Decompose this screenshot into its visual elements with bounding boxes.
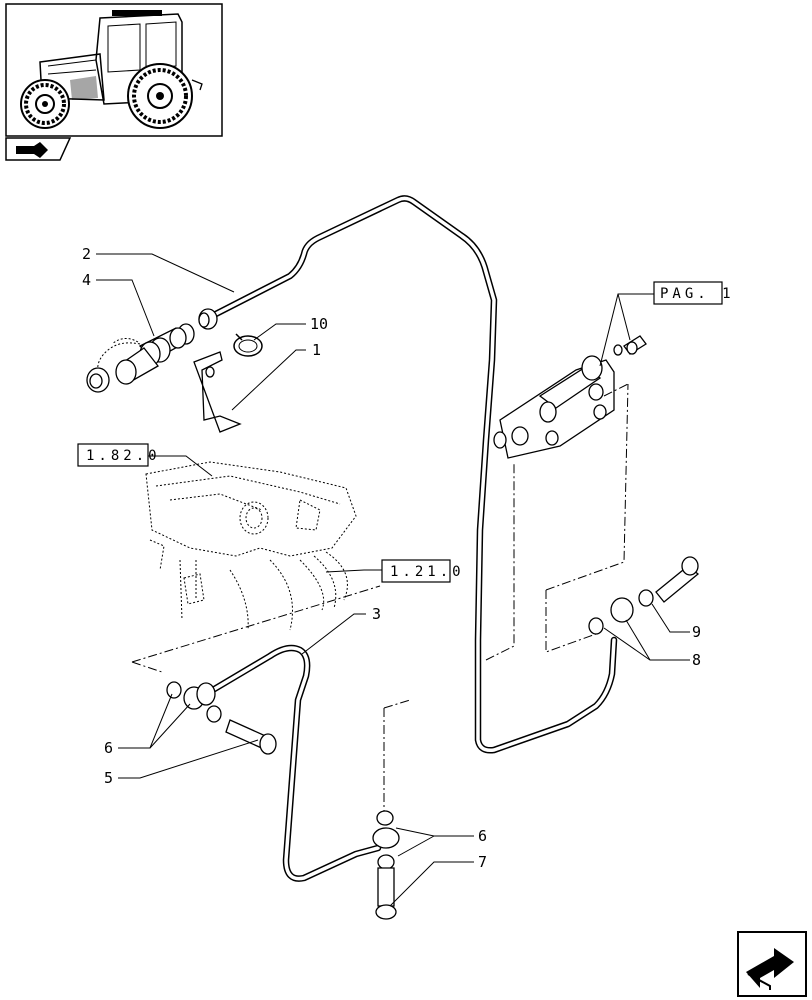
callout-1: 1 [312, 341, 321, 359]
quick-coupling-part [86, 308, 218, 393]
fittings-right [588, 556, 700, 635]
callout-2: 2 [82, 245, 91, 263]
next-page-arrow-icon[interactable] [737, 931, 807, 997]
leader-lines [96, 253, 690, 907]
ref-box-pag[interactable]: PAG. 1 [653, 281, 735, 305]
book-arrow-icon [5, 137, 72, 161]
ref-box-1820[interactable]: 1.82.0 [77, 443, 161, 467]
valve-assembly-part [493, 335, 647, 459]
ref-label-pag: PAG. 1 [660, 286, 735, 302]
pipe-secondary [202, 644, 382, 882]
bracket-part [193, 351, 242, 433]
callout-7: 7 [478, 853, 487, 871]
alignment-lines [131, 383, 629, 812]
callout-9: 9 [692, 623, 701, 641]
callout-numbers: 2 4 10 1 3 6 5 6 7 9 8 [82, 245, 701, 871]
engine-reference-sketch [145, 461, 357, 631]
callout-3: 3 [372, 605, 381, 623]
ref-box-1210[interactable]: 1.21.0 [381, 559, 465, 583]
callout-8: 8 [692, 651, 701, 669]
ref-label-1820: 1.82.0 [86, 448, 161, 464]
callout-10: 10 [310, 315, 328, 333]
callout-4: 4 [82, 271, 91, 289]
callout-5: 5 [104, 769, 113, 787]
tractor-thumbnail-icon [5, 3, 223, 137]
fittings-left [166, 681, 277, 755]
fittings-bottom [372, 810, 400, 920]
callout-6-bottom: 6 [478, 827, 487, 845]
hose-clip-part [233, 333, 263, 357]
callout-6-left: 6 [104, 739, 113, 757]
pipe-main [204, 195, 618, 754]
ref-label-1210: 1.21.0 [390, 564, 465, 580]
